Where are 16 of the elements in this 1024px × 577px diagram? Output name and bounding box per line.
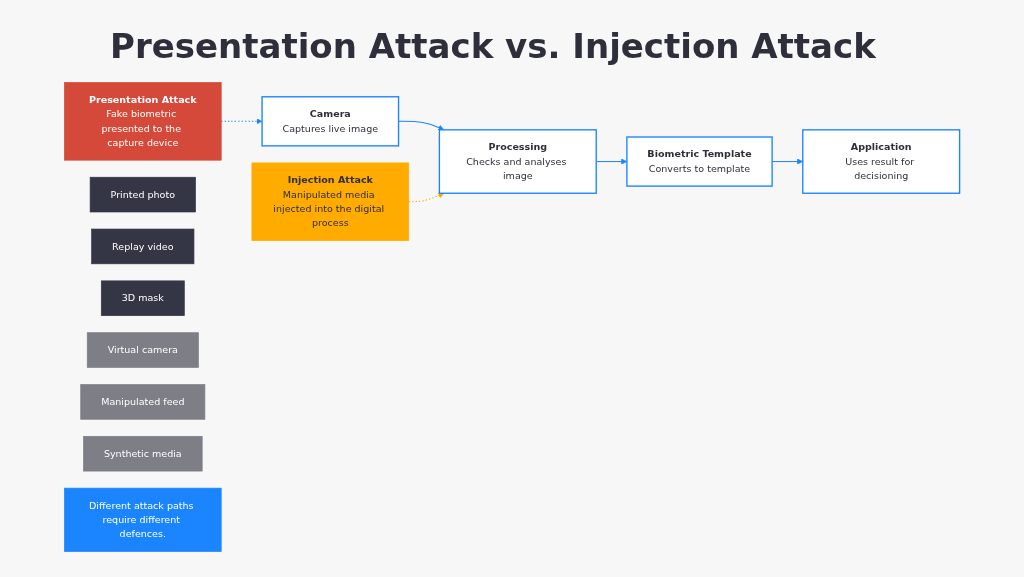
node-box: Synthetic media [83,436,203,472]
arrow [408,192,445,203]
node-box: Different attack paths require different defences. [64,487,222,552]
node-box: Camera Captures live image [261,96,400,147]
node-box: Biometric Template Converts to template [626,136,773,187]
node-box: Replay video [91,228,195,265]
node-box: Processing Checks and analyses image [438,129,597,194]
node-box: Presentation Attack Fake biometric presented to the capture device [64,82,222,161]
arrow [398,120,445,131]
node-box: Injection Attack Manipulated media injected into the digital process [251,162,410,241]
node-box: Application Uses result for decisioning [802,129,961,194]
node-box: Manipulated feed [80,384,206,420]
node-box: 3D mask [100,280,185,316]
node-box: Printed photo [89,176,196,213]
node-box: Virtual camera [86,332,199,368]
title: Presentation Attack vs. Injection Attack [109,25,877,68]
